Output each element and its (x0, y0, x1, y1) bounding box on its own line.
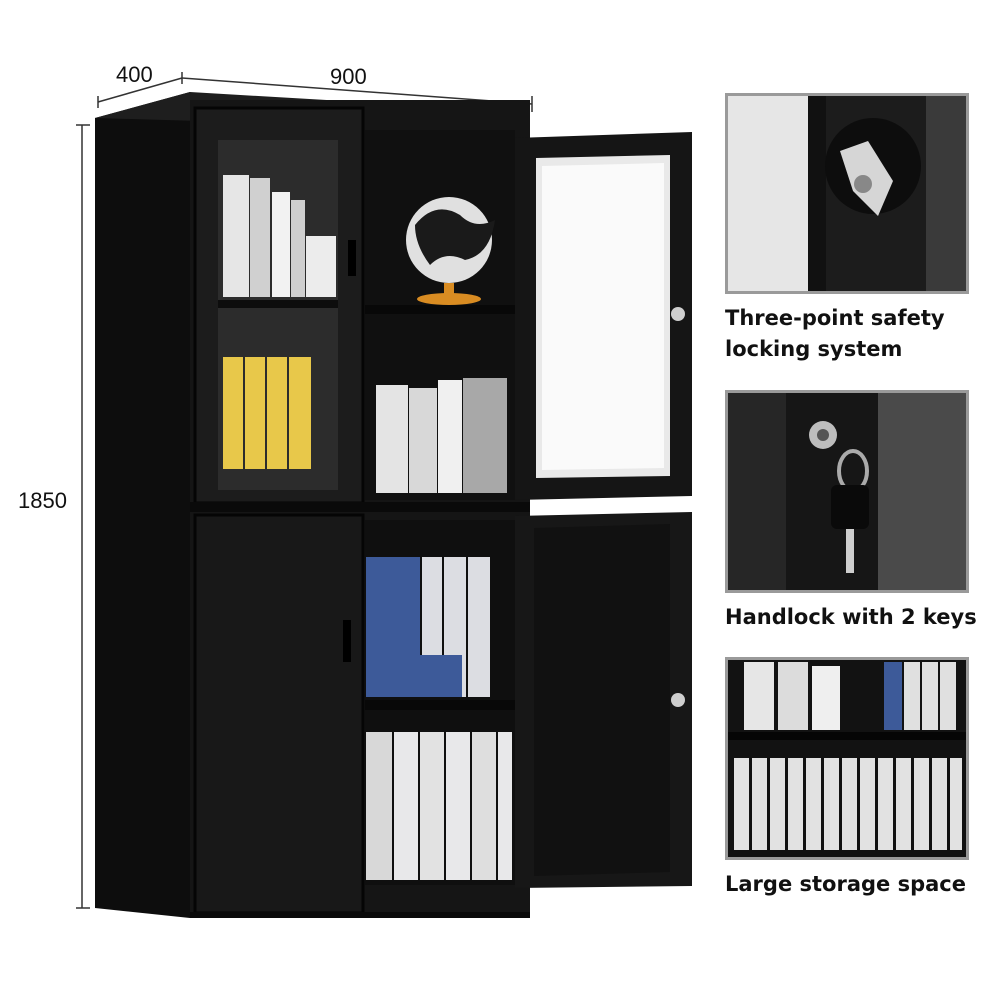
width-label: 900 (330, 64, 367, 89)
height-label: 1850 (18, 488, 67, 513)
latch-lock-icon (728, 96, 966, 291)
depth-label: 400 (116, 62, 153, 87)
key-lock-icon (728, 393, 966, 590)
feature-caption-keys: Handlock with 2 keys (725, 605, 977, 629)
feature-caption-lock: Three-point safety locking system (725, 306, 945, 361)
feature-image-lock (725, 93, 969, 294)
feature-image-keys (725, 390, 969, 593)
binders-shelf-icon (728, 660, 966, 857)
feature-image-storage (725, 657, 969, 860)
feature-caption-storage: Large storage space (725, 872, 966, 896)
